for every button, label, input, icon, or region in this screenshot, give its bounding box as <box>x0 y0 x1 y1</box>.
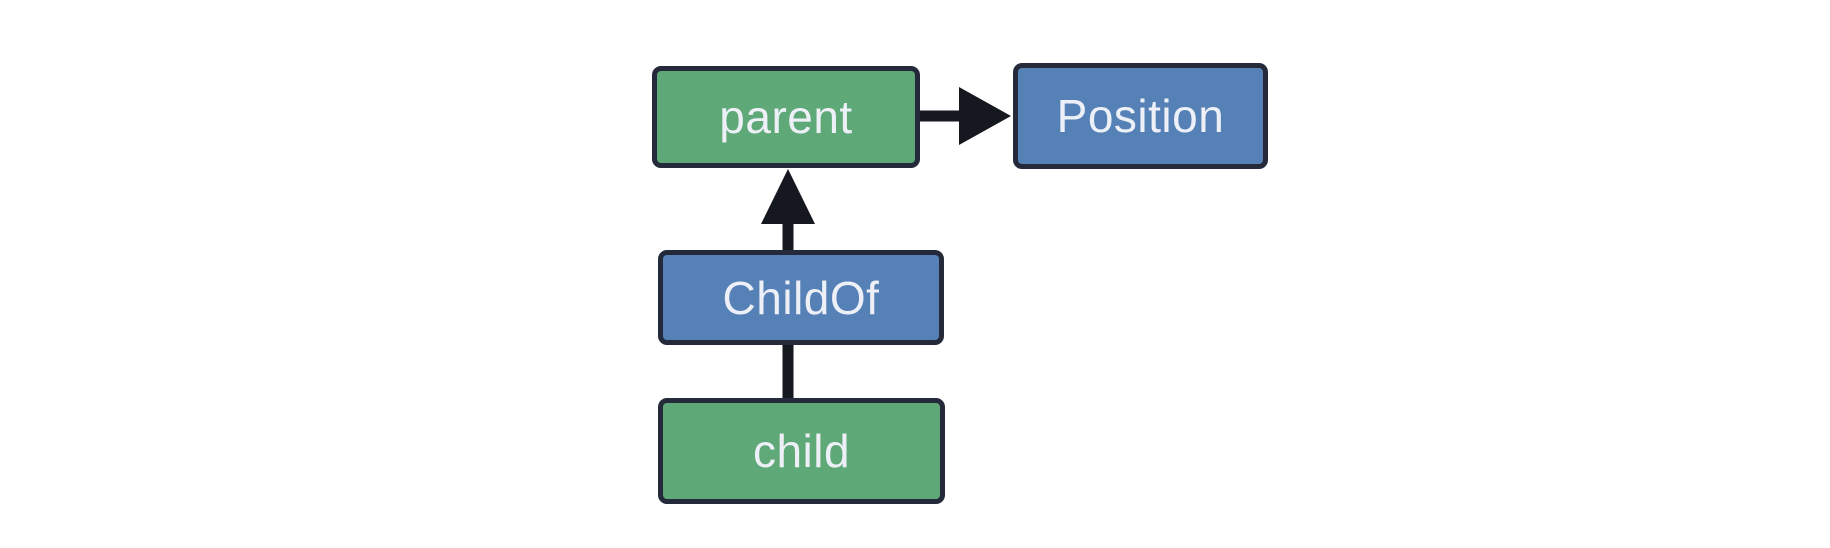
node-parent: parent <box>652 66 920 168</box>
edge-childof-parent-arrowhead-icon <box>761 169 815 224</box>
node-position-label: Position <box>1056 90 1225 142</box>
node-childof-label: ChildOf <box>722 271 880 324</box>
edge-parent-position-arrowhead-icon <box>959 87 1011 145</box>
node-position: Position <box>1013 63 1268 169</box>
node-childof: ChildOf <box>658 250 944 345</box>
node-parent-label: parent <box>719 91 853 143</box>
node-child: child <box>658 398 945 504</box>
node-child-label: child <box>752 425 851 477</box>
